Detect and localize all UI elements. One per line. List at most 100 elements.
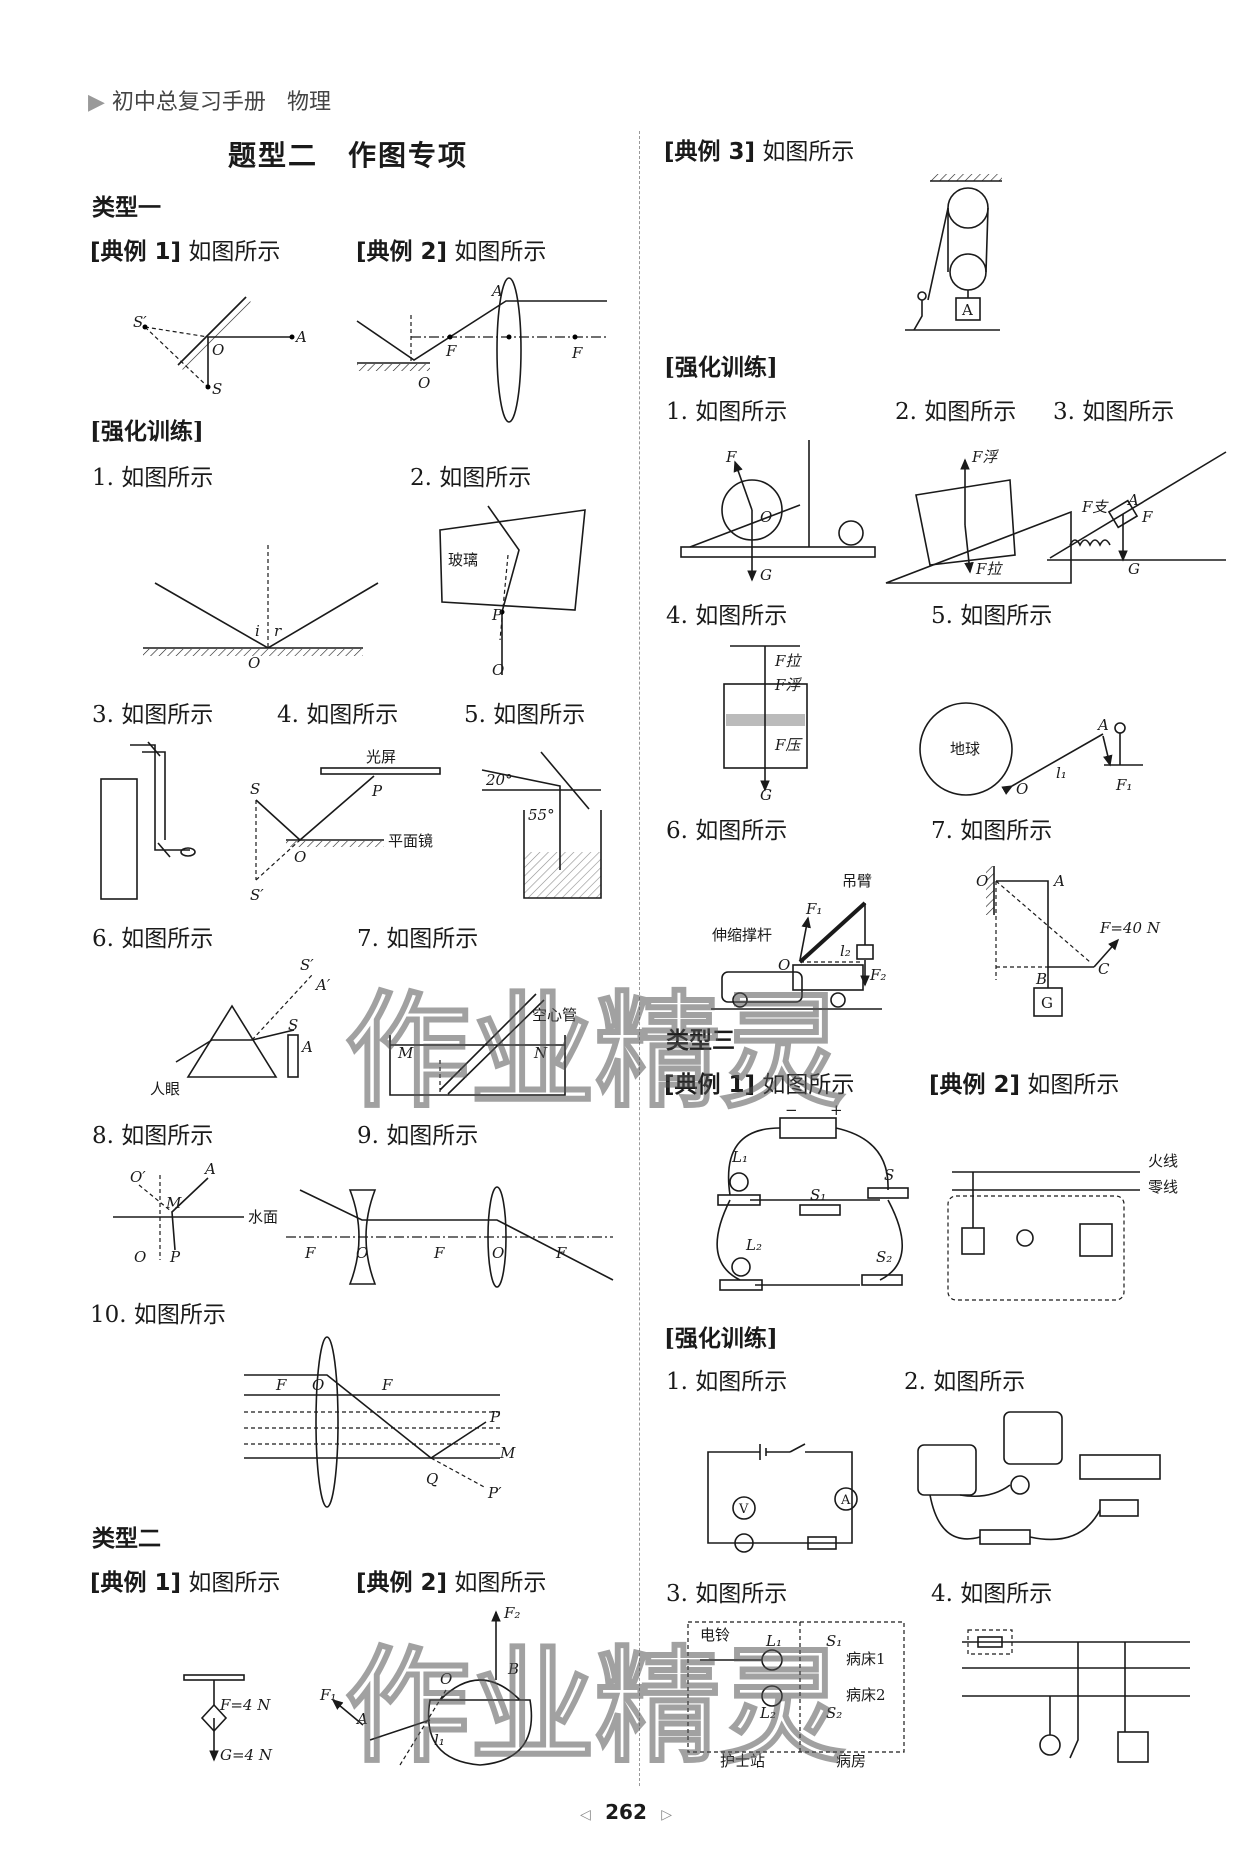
caption-t1-ex1: [典例 1] 如图所示 [90, 232, 280, 266]
diagram-label: F [725, 448, 737, 466]
diagram-label: P [371, 782, 383, 800]
diagram-r6: 吊臂 F₁ 伸缩撑杆 O l₂ F₂ [711, 872, 886, 1010]
question-caption: 3. 如图所示 [666, 1581, 788, 1607]
diagram-label: A [1126, 491, 1139, 509]
diagram-label: G [760, 786, 772, 804]
diagram-c2 [917, 1411, 1161, 1545]
diagram-label: F=40 N [1099, 919, 1161, 937]
diagram-label: F [433, 1244, 445, 1262]
diagram-label: O [492, 1244, 504, 1262]
diagram-label: O [976, 872, 988, 890]
diagram-label: O [778, 956, 790, 974]
diagram-label: F浮 [774, 676, 802, 694]
diagram-c3: 电铃 L₁ S₁ 病床1 病床2 L₂ S₂ 护士站 病房 [687, 1621, 905, 1770]
header-triangle-icon: ▶ [88, 90, 105, 115]
diagram-label: 零线 [1148, 1178, 1178, 1196]
example-tag: [典例 1] [90, 1570, 182, 1596]
diagram-label: A [300, 1038, 313, 1056]
diagram-q9: F O F O F [286, 1186, 614, 1288]
diagram-ex1-mirror: S′ O A S [133, 296, 307, 398]
caption-text: 如图所示 [762, 139, 855, 165]
question-caption: 1. 如图所示 [92, 465, 214, 491]
diagram-label: A [294, 328, 307, 346]
diagram-t2-ex2: F₂ B O F₁ A l₁ [319, 1604, 533, 1766]
diagram-q8: O′ A M 水面 O P [113, 1160, 278, 1266]
diagram-label: A [961, 301, 973, 319]
diagram-label: F [381, 1376, 393, 1394]
question-caption: 3. 如图所示 [92, 702, 214, 728]
diagram-label: F拉 [774, 652, 802, 670]
diagram-label: B [507, 1660, 519, 1678]
question-caption: 5. 如图所示 [464, 702, 586, 728]
diagram-label: O [418, 374, 430, 392]
diagram-label: 光屏 [366, 748, 396, 766]
caption-text: 如图所示 [454, 1570, 547, 1596]
diagram-q3 [100, 741, 196, 900]
diagram-label: S [212, 380, 222, 398]
diagram-label: − [785, 1101, 798, 1119]
diagram-label: r [274, 622, 282, 640]
diagram-label: S′ [133, 313, 147, 331]
question-caption: 6. 如图所示 [92, 926, 214, 952]
caption-t2-ex2: [典例 2] 如图所示 [356, 1563, 546, 1597]
diagram-label: F [555, 1244, 567, 1262]
diagram-label: A [203, 1160, 216, 1178]
diagram-label: F=4 N [219, 1696, 271, 1714]
diagram-label: F₁ [805, 900, 822, 918]
watermark: 作业精灵 [345, 980, 845, 1125]
diagram-label: S₁ [810, 1186, 826, 1204]
diagram-label: S′ [250, 886, 264, 904]
example-tag: [典例 1] [90, 239, 182, 265]
page-footer: ◁ 262 ▷ [580, 1800, 672, 1824]
diagram-label: + [830, 1101, 843, 1119]
diagram-label: 护士站 [720, 1752, 765, 1770]
diagram-r4: F拉 F浮 F压 G [723, 645, 808, 804]
diagram-label: G=4 N [220, 1746, 273, 1764]
diagram-label: F压 [774, 736, 803, 754]
question-caption: 7. 如图所示 [931, 818, 1053, 844]
diagram-label: O [492, 661, 504, 679]
question-caption: 5. 如图所示 [931, 603, 1053, 629]
example-tag: [典例 1] [664, 1072, 756, 1098]
diagram-label: L₂ [759, 1704, 776, 1722]
diagram-label: 电铃 [700, 1626, 730, 1644]
diagram-label: 病房 [836, 1752, 866, 1770]
diagram-q4: 光屏 S P O 平面镜 S′ [250, 748, 441, 904]
diagram-label: 人眼 [150, 1080, 180, 1098]
watermark: 作业精灵 [345, 1635, 845, 1780]
diagram-label: l₁ [434, 1731, 445, 1749]
caption-t3-ex1: [典例 1] 如图所示 [664, 1065, 854, 1099]
question-caption: 1. 如图所示 [666, 1369, 788, 1395]
question-caption: 3. 如图所示 [1053, 399, 1175, 425]
caption-t1-ex2: [典例 2] 如图所示 [356, 232, 546, 266]
diagram-label: O [248, 654, 260, 672]
question-caption: 8. 如图所示 [92, 1123, 214, 1149]
diagram-label: 55° [528, 806, 555, 824]
question-caption: 6. 如图所示 [666, 818, 788, 844]
diagram-label: 平面镜 [388, 832, 433, 850]
caption-t2-ex1: [典例 1] 如图所示 [90, 1563, 280, 1597]
diagram-q7: 空心管 M N [389, 993, 577, 1096]
diagram-label: S′ [300, 956, 314, 974]
diagram-label: A [355, 1710, 368, 1728]
caption-text: 如图所示 [762, 1072, 855, 1098]
page-number: 262 [605, 1800, 647, 1824]
diagram-label: O [312, 1376, 324, 1394]
diagram-label: 吊臂 [842, 872, 872, 890]
diagram-t3-ex2: 火线 零线 [947, 1152, 1178, 1301]
diagram-label: O [356, 1244, 368, 1262]
diagram-label: A [840, 1493, 851, 1508]
diagram-label: l₁ [1056, 764, 1067, 782]
next-arrow-icon: ▷ [661, 1807, 673, 1823]
diagram-label: F₁ [319, 1686, 336, 1704]
diagram-label: F [1141, 508, 1153, 526]
diagram-label: F [275, 1376, 287, 1394]
diagram-label: S₁ [826, 1632, 842, 1650]
diagram-label: S₂ [826, 1704, 842, 1722]
diagram-label: L₁ [731, 1148, 748, 1166]
diagram-label: C [1098, 960, 1110, 978]
diagram-label: L₂ [745, 1236, 762, 1254]
diagram-label: S [288, 1016, 298, 1034]
diagram-label: A [490, 282, 503, 300]
page-title: 题型二 作图专项 [228, 139, 469, 172]
